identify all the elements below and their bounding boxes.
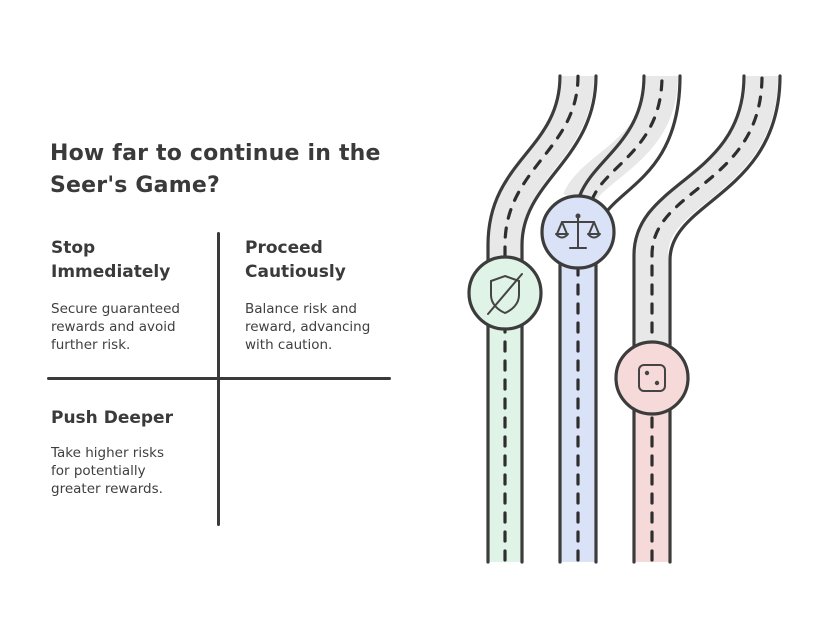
scales-icon xyxy=(540,194,616,270)
quadrant-stop-immediately: Stop Immediately Secure guaranteed rewar… xyxy=(51,236,211,354)
road-stop-center-dashes xyxy=(503,74,580,562)
road-stop-left-edge xyxy=(486,74,562,564)
road-proceed-upper-right-edge xyxy=(602,74,682,217)
road-push-center-dashes xyxy=(650,74,764,562)
road-proceed-upper-left-edge xyxy=(578,74,646,197)
quadrant-proceed-cautiously: Proceed Cautiously Balance risk and rewa… xyxy=(245,236,405,354)
road-proceed-upper-center-dashes xyxy=(590,74,664,202)
road-stop-right-edge xyxy=(520,74,598,564)
quadrant-description: Balance risk and reward, advancing with … xyxy=(245,301,371,353)
dice-icon xyxy=(614,340,690,416)
shield-slash-icon xyxy=(467,255,543,331)
horizontal-divider xyxy=(47,377,391,380)
quadrant-push-deeper: Push Deeper Take higher risks for potent… xyxy=(51,406,211,498)
quadrant-heading: Stop Immediately xyxy=(51,238,171,282)
quadrant-heading: Proceed Cautiously xyxy=(245,238,346,282)
quadrant-description: Secure guaranteed rewards and avoid furt… xyxy=(51,301,180,353)
page-title: How far to continue in the Seer's Game? xyxy=(50,141,381,198)
road-push-right-edge xyxy=(668,74,782,564)
quadrant-description: Take higher risks for potentially greate… xyxy=(51,445,164,497)
road-push-left-edge xyxy=(632,74,746,564)
quadrant-heading: Push Deeper xyxy=(51,408,173,428)
